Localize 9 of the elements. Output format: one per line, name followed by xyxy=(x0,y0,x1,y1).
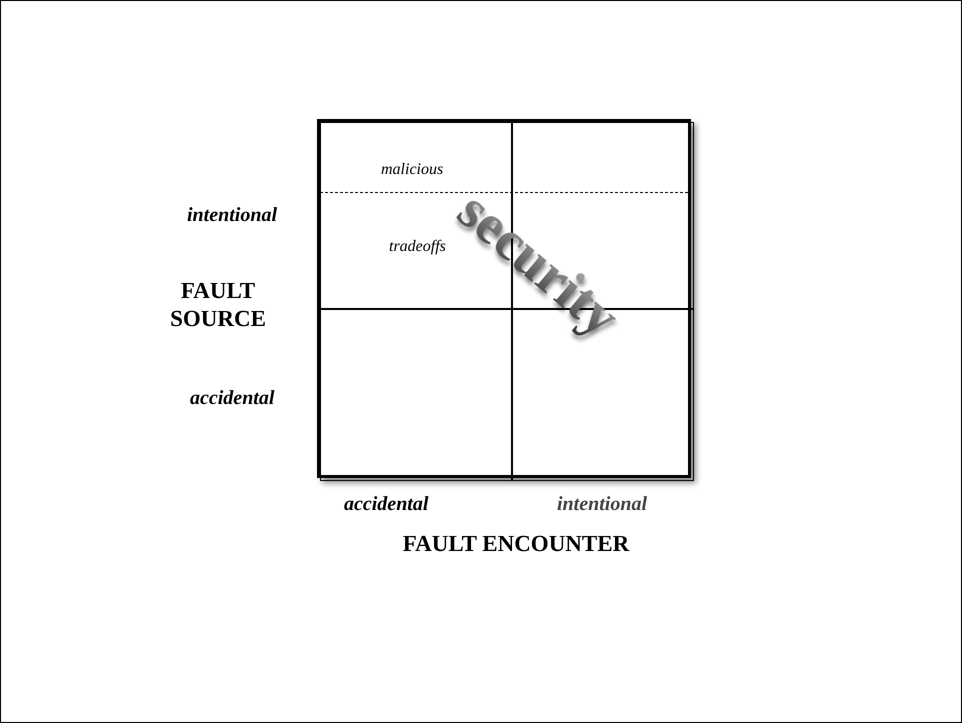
quadrant-label: tradeoffs xyxy=(389,238,446,256)
matrix-frame xyxy=(317,119,691,478)
axis-value-label: accidental xyxy=(190,387,274,410)
axis-value-label: intentional xyxy=(187,204,278,227)
axis-value-label: accidental xyxy=(344,493,428,516)
axis-title: FAULT SOURCE xyxy=(169,277,267,333)
axis-title: FAULT ENCOUNTER xyxy=(402,530,630,558)
axis-value-label: intentional xyxy=(557,493,648,516)
quadrant-label: malicious xyxy=(381,161,444,179)
